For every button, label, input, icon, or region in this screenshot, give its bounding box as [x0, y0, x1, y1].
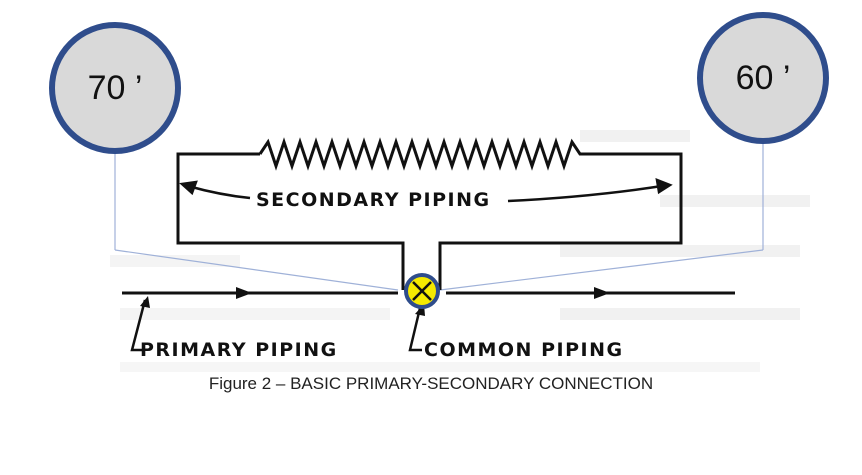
leader-line-right-diagonal	[439, 249, 764, 291]
primary-flow-arrow-right	[594, 287, 610, 299]
primary-piping-label: PRIMARY PIPING	[140, 339, 338, 361]
callout-left-value: 70 ’	[88, 69, 143, 107]
junction-marker	[404, 273, 440, 309]
secondary-flow-arrows	[179, 178, 673, 203]
heat-exchanger-coil	[258, 137, 592, 171]
callout-right-value: 60 ’	[736, 59, 791, 97]
primary-pipe	[122, 287, 735, 299]
common-label-pointer	[408, 307, 422, 352]
figure-caption: Figure 2 – BASIC PRIMARY-SECONDARY CONNE…	[208, 374, 654, 393]
background-ghost-text	[110, 130, 810, 372]
leader-line-left-diagonal	[114, 249, 399, 291]
primary-flow-arrow-left	[236, 287, 252, 299]
primary-label-pointer	[130, 299, 147, 352]
secondary-loop	[176, 137, 683, 290]
callout-left: 70 ’	[49, 22, 181, 154]
callout-right: 60 ’	[697, 12, 829, 144]
secondary-piping-label: SECONDARY PIPING	[256, 189, 491, 211]
common-piping-label: COMMON PIPING	[424, 339, 624, 361]
